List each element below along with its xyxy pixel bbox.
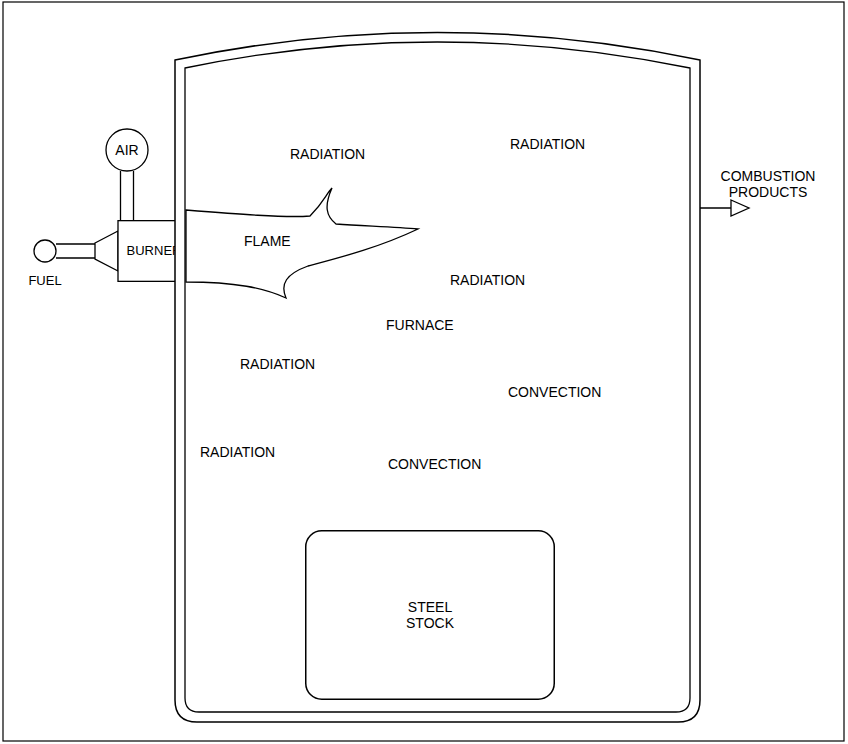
steel-stock-outline (306, 531, 555, 700)
node-text: FLAME (244, 233, 291, 249)
pipe-axis (56, 251, 95, 252)
pipe-connector (56, 244, 95, 258)
pipe-axis (127, 171, 128, 220)
pipe-wall (56, 244, 95, 258)
node-text: FUEL (28, 273, 61, 289)
node-text: FURNACE (386, 317, 454, 333)
furnace-outer-wall (175, 33, 700, 723)
exhaust-arrow-head (731, 200, 749, 216)
node-text: AIR (115, 142, 138, 158)
steel-stock-box: STEEL STOCK (305, 530, 555, 700)
flame-shape-outline (186, 188, 421, 300)
image-frame (3, 2, 844, 741)
text-label: COMBUSTION PRODUCTS (712, 168, 824, 200)
air-circle: AIR (105, 128, 149, 172)
text-label: RADIATION (200, 444, 275, 460)
flame-shape: FLAME (186, 188, 421, 300)
fuel-circle: FUEL (30, 239, 60, 289)
text-label: CONVECTION (508, 384, 601, 400)
node-text: STEEL STOCK (398, 599, 462, 631)
text-label: CONVECTION (388, 456, 481, 472)
air-circle-shape (106, 129, 148, 171)
flame-outline (186, 188, 418, 298)
pipe-connector (121, 171, 134, 220)
burner-nozzle (95, 231, 118, 271)
fuel-circle-shape (34, 240, 56, 262)
text-label: RADIATION (450, 272, 525, 288)
text-label: RADIATION (240, 356, 315, 372)
node-text: BURNER (127, 243, 182, 259)
text-label: RADIATION (290, 146, 365, 162)
pipe-wall (121, 171, 134, 220)
text-label: RADIATION (510, 136, 585, 152)
furnace-inner-wall (185, 42, 690, 712)
